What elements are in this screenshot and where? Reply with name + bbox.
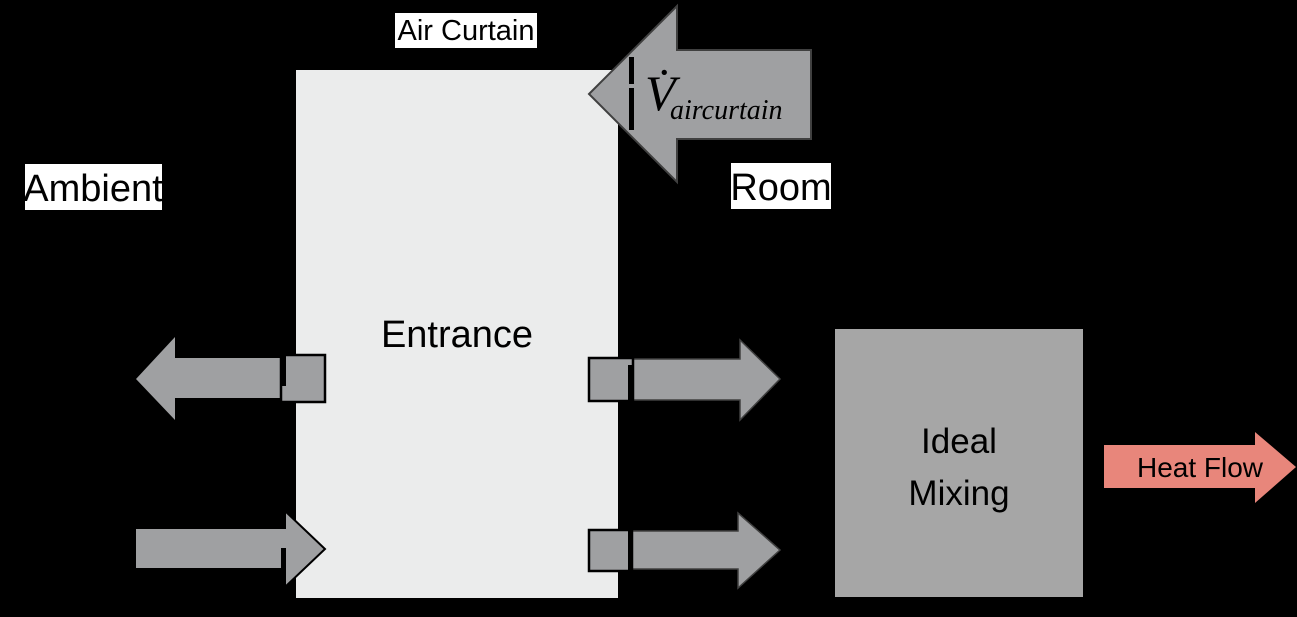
wall-tick-ambient-out: [281, 355, 286, 386]
air-curtain-label-bg: [395, 13, 537, 48]
room-label-bg: [731, 163, 831, 209]
air-curtain-flow-subscript: aircurtain: [670, 95, 783, 126]
entrance-box-label: Entrance: [381, 314, 533, 356]
wall-junction-room-lower: [587, 528, 634, 573]
ambient-label: Ambient: [23, 168, 163, 210]
ideal-mixing-label-line1: Ideal: [921, 422, 997, 461]
air-curtain-label: Air Curtain: [398, 15, 535, 47]
heat-flow-arrow: [1104, 432, 1296, 503]
wall-junction-ambient-out: [279, 353, 327, 404]
entrance-box: [296, 70, 618, 598]
ideal-mixing-label-line2: Mixing: [908, 474, 1009, 513]
curtain-plane-dash-top: [629, 57, 634, 84]
outflow-arrow-ambient: [136, 337, 283, 420]
air-curtain-flow-symbol: V̇: [645, 65, 681, 121]
wall-tick-room-lower: [628, 531, 633, 571]
curtain-plane-dash-bottom: [629, 88, 634, 130]
air-curtain-supply-arrow: [587, 3, 812, 185]
wall-junction-room-upper: [587, 356, 635, 403]
ideal-mixing-box: [835, 329, 1083, 597]
wall-tick-room-upper: [628, 365, 633, 401]
wall-tick-ambient-in: [281, 548, 286, 568]
heat-flow-label: Heat Flow: [1137, 452, 1264, 483]
room-label: Room: [730, 167, 831, 209]
ambient-label-bg: [25, 164, 162, 210]
inflow-arrow-ambient-tail: [136, 529, 286, 568]
